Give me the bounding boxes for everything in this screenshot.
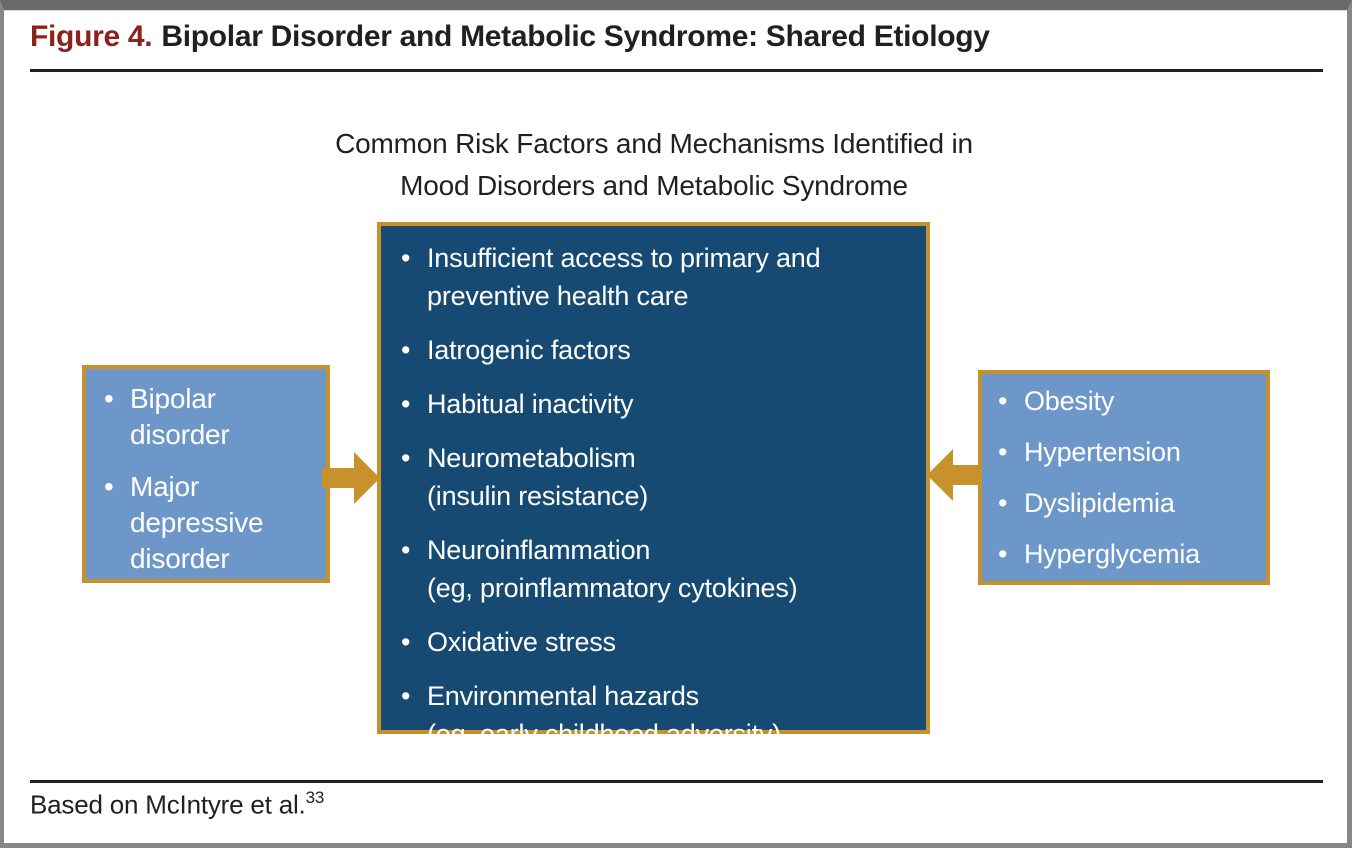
bullet-dot: • [998,437,1008,467]
list-item: • Obesity [998,384,1260,419]
source-note: Based on McIntyre et al.33 [30,788,325,821]
arrow-left-icon [927,449,985,501]
list-item-line: Insufficient access to primary and [427,243,821,273]
bullet-dot: • [401,535,411,565]
source-note-text: Based on McIntyre et al. [30,789,306,820]
list-item-line: Environmental hazards [427,681,699,711]
list-item: • Oxidative stress [401,623,912,661]
arrow-right-icon [322,452,380,504]
list-item-line: (eg, proinflammatory cytokines) [427,573,798,603]
list-item: • Hyperglycemia [998,537,1260,572]
list-item: • Insufficient access to primary and pre… [401,239,912,315]
bullet-dot: • [998,488,1008,518]
subtitle-line-2: Mood Disorders and Metabolic Syndrome [400,170,908,201]
list-item-line: Neurometabolism [427,443,636,473]
footer-divider [30,780,1323,783]
list-item: • Neuroinflammation (eg, proinflammatory… [401,531,912,607]
reference-number: 33 [305,788,325,807]
bullet-dot: • [998,539,1008,569]
bullet-dot: • [401,243,411,273]
list-item: • Bipolar disorder [104,381,320,453]
figure-label: Figure 4. [30,20,153,53]
bullet-dot: • [998,386,1008,416]
bullet-dot: • [401,443,411,473]
list-item-line: preventive health care [427,281,689,311]
list-item: • Hypertension [998,435,1260,470]
subtitle-line-1: Common Risk Factors and Mechanisms Ident… [335,128,973,159]
list-item-line: Hypertension [1024,437,1181,467]
list-item-line: Major [130,471,200,502]
bullet-dot: • [401,627,411,657]
shared-risk-factors-box: • Insufficient access to primary and pre… [377,222,930,749]
bullet-dot: • [401,335,411,365]
bullet-dot: • [104,383,114,414]
list-item-line: depressive [130,507,264,538]
list-item-line: Neuroinflammation [427,535,651,565]
list-item: • Environmental hazards (eg, early child… [401,677,912,753]
list-item-line: (eg, early childhood adversity) [427,719,781,749]
mood-disorders-box: • Bipolar disorder • Major depressive di… [82,365,330,583]
bullet-dot: • [401,389,411,419]
figure-title: Figure 4.Bipolar Disorder and Metabolic … [30,20,990,54]
list-item-line: (insulin resistance) [427,481,649,511]
figure-title-text: Bipolar Disorder and Metabolic Syndrome:… [161,20,990,53]
metabolic-syndrome-box: • Obesity • Hypertension • Dyslipidemia … [978,370,1270,585]
list-item: • Dyslipidemia [998,486,1260,521]
list-item-line: disorder [130,543,230,574]
bullet-dot: • [401,681,411,711]
list-item-line: Dyslipidemia [1024,488,1175,518]
list-item-line: disorder [130,419,230,450]
diagram-subtitle: Common Risk Factors and Mechanisms Ident… [0,123,1308,207]
list-item-line: Habitual inactivity [427,389,634,419]
list-item: • Iatrogenic factors [401,331,912,369]
list-item-line: Iatrogenic factors [427,335,631,365]
title-divider [30,69,1323,72]
list-item: • Neurometabolism (insulin resistance) [401,439,912,515]
list-item-line: Bipolar [130,383,216,414]
list-item-line: Obesity [1024,386,1115,416]
list-item-line: Hyperglycemia [1024,539,1200,569]
list-item: • Major depressive disorder [104,469,320,577]
list-item: • Habitual inactivity [401,385,912,423]
bullet-dot: • [104,471,114,502]
list-item-line: Oxidative stress [427,627,616,657]
